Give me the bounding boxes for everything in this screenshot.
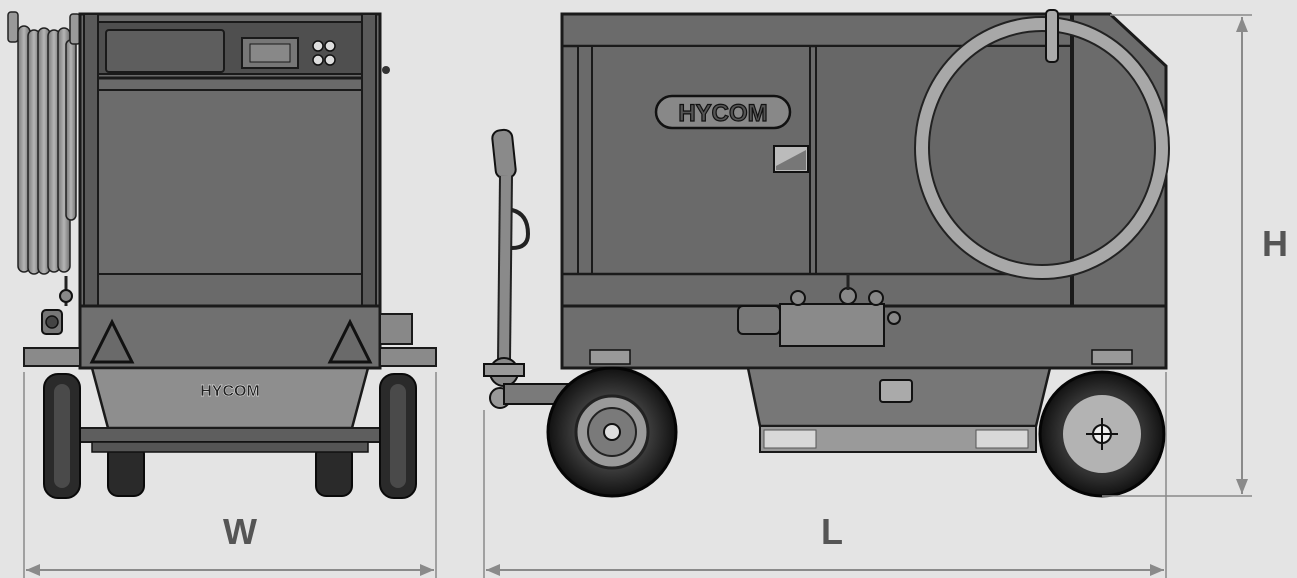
dimension-width: W <box>23 372 437 578</box>
front-view: HYCOM <box>7 11 437 499</box>
underbody-panel <box>879 379 913 403</box>
height-label: H <box>1262 223 1288 264</box>
length-label: L <box>821 511 843 552</box>
side-valve <box>41 276 73 335</box>
side-brand-badge: HYCOM <box>654 94 792 130</box>
reflector-left <box>89 318 135 364</box>
coiled-hose <box>914 9 1170 280</box>
control-panel <box>97 21 390 75</box>
side-view: HYCOM <box>483 9 1170 498</box>
valve-manifold <box>737 274 901 347</box>
side-brand-logo: HYCOM <box>678 100 767 127</box>
side-wheel-rear <box>1038 370 1166 498</box>
hose-reel <box>7 11 81 275</box>
dimension-length: L <box>483 372 1167 578</box>
width-label: W <box>223 511 257 552</box>
front-brand-logo: HYCOM <box>200 383 260 400</box>
reflector-right <box>327 318 373 364</box>
tow-bar <box>483 128 577 409</box>
dimension-height: H <box>1102 14 1288 497</box>
side-wheel-front <box>546 366 678 498</box>
